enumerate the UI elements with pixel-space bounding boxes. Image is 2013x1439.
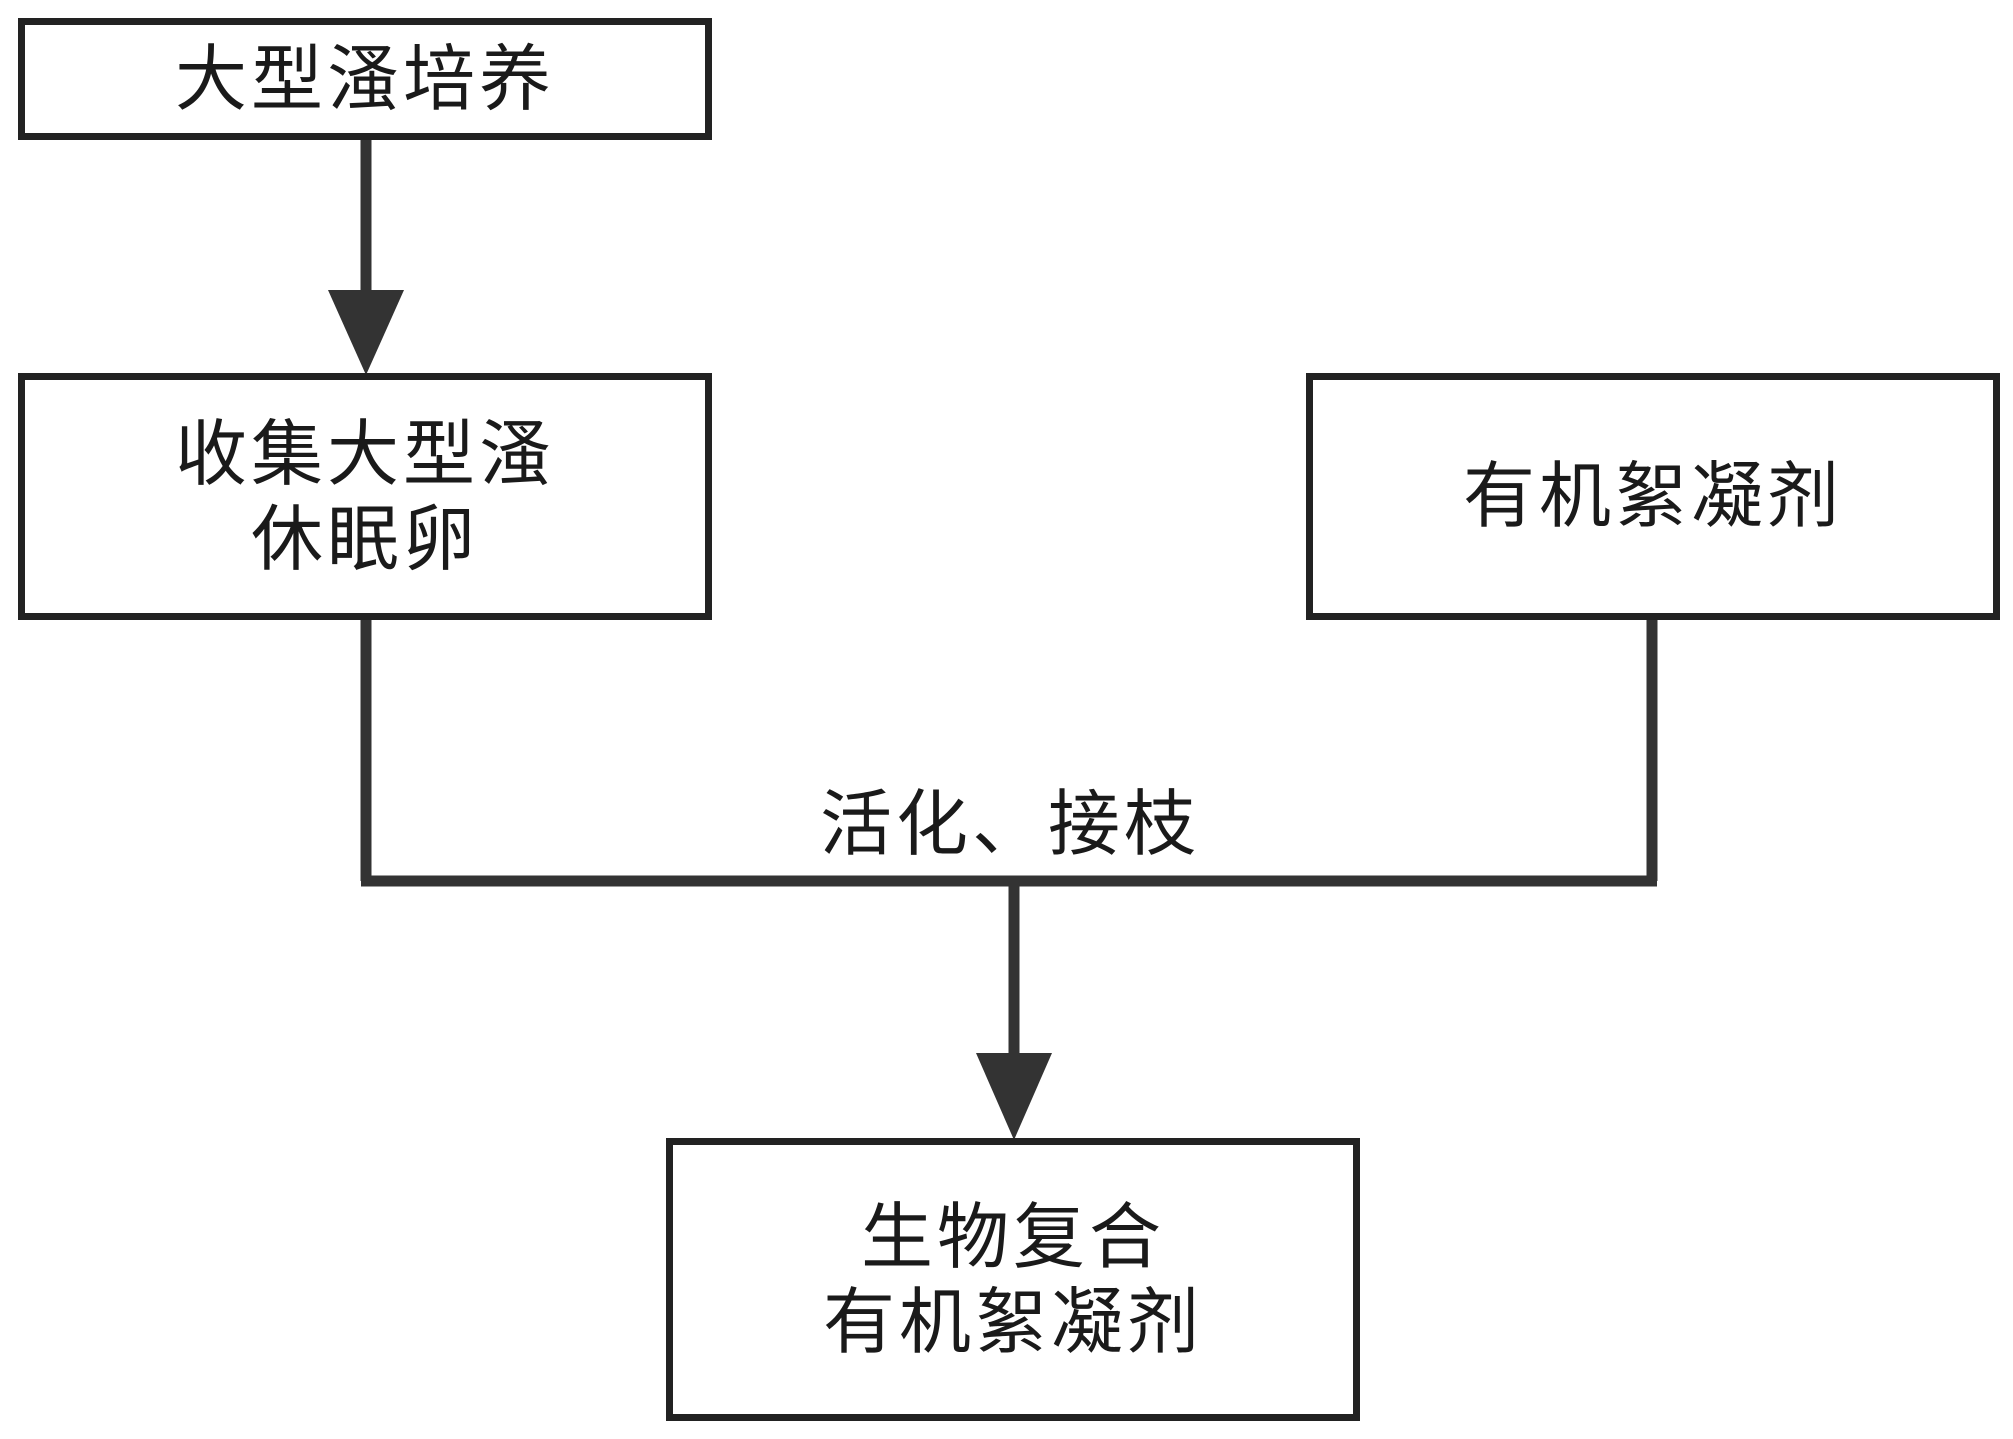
collect-eggs-box: 收集大型溞 休眠卵: [18, 373, 712, 620]
culture-step-box: 大型溞培养: [18, 18, 712, 140]
product-label-line2: 有机絮凝剂: [822, 1279, 1203, 1364]
arrowhead-culture-to-collect: [328, 290, 404, 375]
merge-edge-label: 活化、接枝: [819, 782, 1200, 866]
culture-step-label: 大型溞培养: [174, 36, 555, 121]
organic-flocculant-box: 有机絮凝剂: [1306, 373, 2000, 620]
product-box: 生物复合 有机絮凝剂: [666, 1138, 1360, 1421]
arrowhead-merge-to-product: [976, 1053, 1052, 1140]
collect-eggs-label-line1: 收集大型溞: [174, 411, 555, 496]
collect-eggs-label-line2: 休眠卵: [250, 496, 479, 581]
organic-flocculant-label: 有机絮凝剂: [1462, 454, 1843, 539]
product-label-line1: 生物复合: [860, 1194, 1165, 1279]
